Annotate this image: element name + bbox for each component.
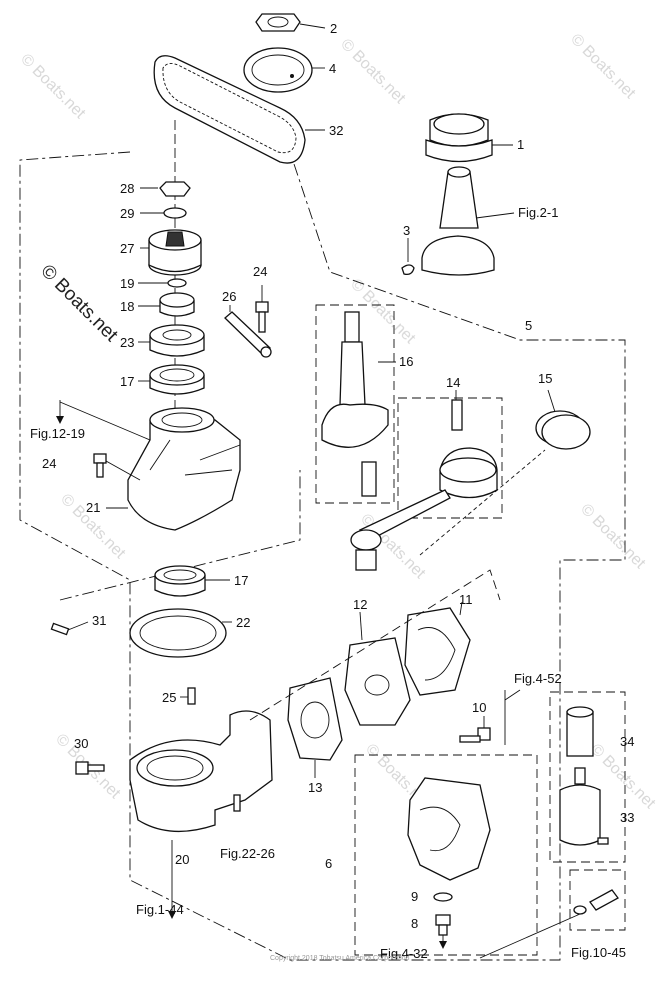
part-nut-2 [255, 13, 326, 32]
callout-4: 4 [329, 61, 336, 76]
callout-1: 1 [517, 137, 524, 152]
callout-21: 21 [86, 500, 100, 515]
callout-18: 18 [120, 299, 134, 314]
callout-5: 5 [525, 318, 532, 333]
part-gasket-22 [129, 608, 232, 658]
part-housing-20 [129, 710, 273, 919]
callout-2: 2 [330, 21, 337, 36]
callout-31: 31 [92, 613, 106, 628]
callout-29: 29 [120, 206, 134, 221]
callout-17-lower: 17 [234, 573, 248, 588]
part-belt-32 [153, 55, 325, 164]
part-pin-25 [180, 687, 196, 705]
part-bearing-17-upper [138, 364, 205, 395]
callout-24-left: 24 [42, 456, 56, 471]
callout-34: 34 [620, 734, 634, 749]
part-pin-31 [50, 621, 89, 636]
part-nut-28 [140, 181, 191, 197]
callout-10: 10 [472, 700, 486, 715]
box-pump [354, 754, 538, 956]
part-key-3 [401, 238, 415, 276]
ref-fig-1-44: Fig.1-44 [136, 902, 184, 917]
callout-16: 16 [399, 354, 413, 369]
part-washer-29 [140, 207, 187, 219]
part-bearing-17-lower [154, 565, 230, 597]
callout-22: 22 [236, 615, 250, 630]
part-ring-19 [138, 278, 187, 288]
callout-14: 14 [446, 375, 460, 390]
part-bolt-30 [75, 761, 105, 775]
part-crankshaft-top [421, 166, 515, 276]
callout-3: 3 [403, 223, 410, 238]
callout-19: 19 [120, 276, 134, 291]
ref-fig-22-26: Fig.22-26 [220, 846, 275, 861]
box-crankshaft [315, 304, 395, 504]
part-rings-15 [535, 389, 591, 450]
callout-23: 23 [120, 335, 134, 350]
watermark-text: © Boats.net [337, 36, 409, 108]
part-plate-11 [404, 601, 471, 696]
part-lever-26 [224, 305, 272, 358]
part-collar-18 [138, 292, 195, 317]
part-plate-12 [344, 611, 411, 726]
callout-15: 15 [538, 371, 552, 386]
callout-12: 12 [353, 597, 367, 612]
part-seal-23 [138, 324, 205, 357]
part-tube-34 [566, 706, 594, 757]
callout-11: 11 [459, 592, 473, 607]
watermark-text: © Boats.net [577, 501, 649, 573]
callout-25: 25 [162, 690, 176, 705]
ref-fig-4-52: Fig.4-52 [514, 671, 562, 686]
callout-13: 13 [308, 780, 322, 795]
part-plug-8 [435, 914, 451, 949]
callout-27: 27 [120, 241, 134, 256]
part-crankshaft-16 [321, 311, 396, 497]
pump-guide [249, 569, 501, 721]
part-washer-4 [243, 47, 325, 93]
part-bolt-24-left [93, 453, 141, 481]
figure-references: Fig.2-1 Fig.12-19 Fig.4-52 Fig.22-26 Fig… [30, 205, 626, 961]
callout-24-upper: 24 [253, 264, 267, 279]
part-bolt-10 [459, 716, 491, 743]
callout-17-upper: 17 [120, 374, 134, 389]
watermark-text: © Boats.net [17, 51, 89, 123]
callout-9: 9 [411, 889, 418, 904]
callout-6: 6 [325, 856, 332, 871]
callout-32: 32 [329, 123, 343, 138]
part-pump-body [407, 777, 491, 881]
part-rod [350, 489, 451, 571]
part-gasket-13 [287, 677, 343, 778]
part-washer-9 [433, 892, 453, 902]
watermark-text: © Boats.net [567, 31, 639, 103]
box-filter [549, 691, 626, 863]
box-sensor [569, 869, 626, 931]
part-pin-14 [451, 390, 463, 431]
part-bolt-24-upper [255, 285, 269, 333]
part-gear-27 [140, 229, 202, 276]
callout-33: 33 [620, 810, 634, 825]
watermark-main: © Boats.net [36, 261, 122, 347]
part-filter-33 [559, 767, 609, 846]
ref-fig-2-1: Fig.2-1 [518, 205, 558, 220]
part-cap-1 [425, 113, 513, 163]
callout-28: 28 [120, 181, 134, 196]
ref-fig-4-32: Fig.4-32 [380, 946, 428, 961]
copyright-text: Copyright 2018 Tohatsu America Corporati… [270, 955, 410, 962]
part-sensor [479, 889, 619, 959]
ref-fig-10-45: Fig.10-45 [571, 945, 626, 960]
callout-labels: 2 4 32 1 3 28 29 27 19 18 23 17 24 26 5 … [42, 21, 634, 931]
callout-30: 30 [74, 736, 88, 751]
part-housing-21 [106, 407, 241, 531]
callout-20: 20 [175, 852, 189, 867]
callout-8: 8 [411, 916, 418, 931]
assembly-boundary [19, 151, 626, 961]
part-piston [439, 447, 498, 499]
ref-fig-12-19: Fig.12-19 [30, 426, 85, 441]
callout-26: 26 [222, 289, 236, 304]
boundary-lower [59, 470, 301, 601]
